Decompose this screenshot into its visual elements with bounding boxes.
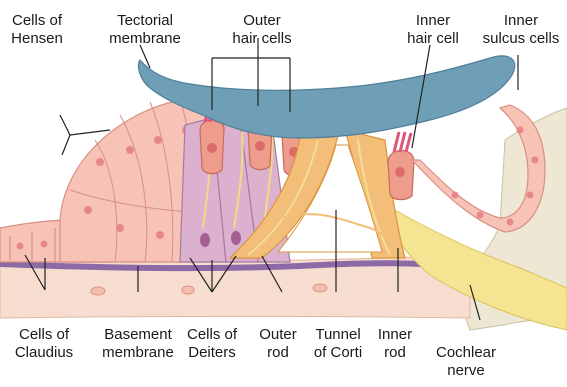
label-outer-hair-cells: Outer hair cells (222, 12, 302, 48)
label-basement-membrane: Basement membrane (94, 326, 182, 362)
label-outer-rod: Outer rod (250, 326, 306, 362)
label-inner-hair-cell: Inner hair cell (396, 12, 470, 48)
label-inner-rod: Inner rod (370, 326, 420, 362)
label-cells-of-hensen: Cells of Hensen (2, 12, 72, 48)
label-tunnel-of-corti: Tunnel of Corti (306, 326, 370, 362)
label-cochlear-nerve: Cochlear nerve (424, 344, 508, 380)
label-tectorial-membrane: Tectorial membrane (100, 12, 190, 48)
inner-stereocilia (394, 132, 411, 152)
inner-hair-cell-nucleus (395, 167, 405, 177)
label-inner-sulcus-cells: Inner sulcus cells (476, 12, 566, 48)
label-cells-of-deiters: Cells of Deiters (178, 326, 246, 362)
label-cells-of-claudius: Cells of Claudius (4, 326, 84, 362)
